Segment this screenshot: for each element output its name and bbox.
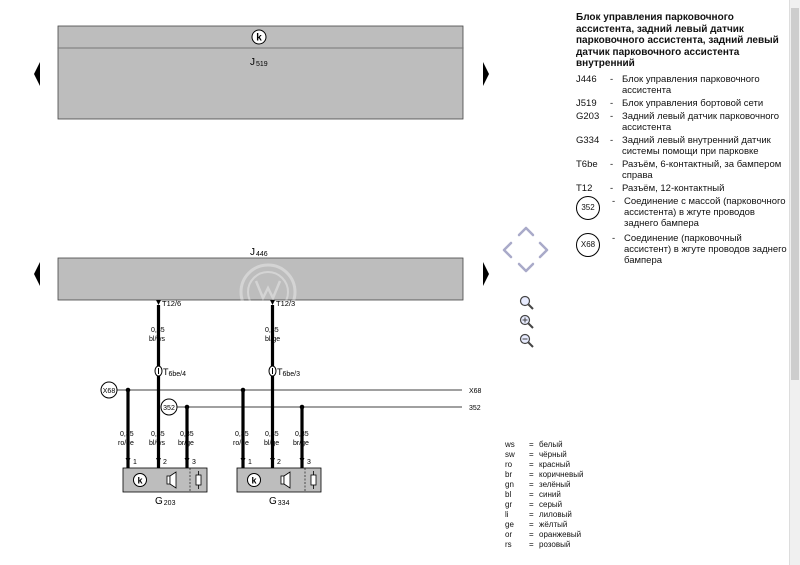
svg-text:2: 2: [163, 459, 167, 466]
svg-text:X68: X68: [103, 388, 116, 395]
svg-text:0,35: 0,35: [235, 431, 249, 438]
pan-right-arrow-icon[interactable]: [538, 241, 549, 259]
wire-color-key: ws=белый sw=чёрный ro=красный br=коричне…: [505, 440, 583, 550]
svg-text:k: k: [137, 476, 143, 486]
g334-resistor-icon: [310, 471, 317, 489]
legend-item-352: 352-Соединение с массой (парковочного ас…: [576, 195, 788, 229]
color-key-row: or=оранжевый: [505, 530, 582, 539]
wire-left-color: bl/ws: [149, 336, 165, 343]
g203-label: G203: [155, 496, 176, 507]
wire-left-size: 0,35: [151, 327, 165, 334]
j446-block: J446: [57, 247, 464, 301]
svg-text:0,35: 0,35: [120, 431, 134, 438]
svg-text:0,35: 0,35: [295, 431, 309, 438]
color-key-row: gn=зелёный: [505, 480, 571, 489]
svg-text:3: 3: [307, 459, 311, 466]
svg-text:k: k: [251, 476, 257, 486]
vw-watermark-logo: [239, 263, 297, 321]
j446-label: J446: [250, 247, 268, 258]
svg-text:3: 3: [192, 459, 196, 466]
g203-resistor-icon: [195, 471, 202, 489]
color-key-row: li=лиловый: [505, 510, 572, 519]
legend-item: T6be-Разъём, 6-контактный, за бампером с…: [576, 158, 782, 181]
svg-text:br/ge: br/ge: [293, 440, 309, 447]
svg-text:1: 1: [248, 459, 252, 466]
conn-t6be-4: T6be/4: [163, 367, 186, 378]
svg-text:bl/ws: bl/ws: [149, 440, 165, 447]
svg-text:ro/ge: ro/ge: [118, 440, 134, 447]
color-key-row: ro=красный: [505, 460, 571, 469]
pin-t12-3: T12/3: [276, 299, 295, 308]
svg-text:0,35: 0,35: [151, 431, 165, 438]
pan-navigation-pad: [502, 226, 549, 273]
color-key-row: sw=чёрный: [505, 450, 567, 459]
legend-item-x68: X68-Соединение (парковочный ассистент) в…: [576, 232, 788, 266]
zoom-in-icon[interactable]: [519, 314, 534, 329]
g203-k-icon: [133, 473, 147, 487]
svg-text:0,35: 0,35: [265, 431, 279, 438]
wire-right-color: bl/ge: [265, 336, 280, 343]
k-symbol-icon: [251, 29, 267, 45]
color-key-row: ws=белый: [505, 440, 563, 449]
legend-item: T12-Разъём, 12-контактный: [576, 182, 725, 194]
legend-item: J519-Блок управления бортовой сети: [576, 97, 764, 109]
legend-item: G203-Задний левый датчик парковочного ас…: [576, 110, 780, 133]
svg-text:ro/ge: ro/ge: [233, 440, 249, 447]
vertical-scrollbar[interactable]: [789, 0, 800, 565]
svg-text:1: 1: [133, 459, 137, 466]
g203-speaker-icon: [166, 471, 177, 489]
j519-block: k J519: [57, 25, 464, 120]
j519-label: J519: [250, 57, 268, 68]
pin-t12-6: T12/6: [162, 299, 181, 308]
pan-up-arrow-icon[interactable]: [517, 226, 535, 237]
svg-text:0,35: 0,35: [180, 431, 194, 438]
bus-352-label: 352: [469, 405, 481, 412]
color-key-row: gr=серый: [505, 500, 563, 509]
g334-k-icon: [247, 473, 261, 487]
color-key-row: bl=синий: [505, 490, 561, 499]
wire-right-size: 0,35: [265, 327, 279, 334]
conn-t6be-3: T6be/3: [277, 367, 300, 378]
color-key-row: rs=розовый: [505, 540, 571, 549]
color-key-row: br=коричневый: [505, 470, 584, 479]
next-page-arrow-bottom[interactable]: [483, 262, 489, 286]
next-page-arrow-top[interactable]: [483, 62, 489, 86]
legend-title: Блок управления парковочного ассистента,…: [576, 12, 779, 69]
legend-item: J446-Блок управления парковочного ассист…: [576, 73, 760, 96]
g334-speaker-icon: [280, 471, 291, 489]
prev-page-arrow-bottom[interactable]: [34, 262, 40, 286]
g334-label: G334: [269, 496, 290, 507]
zoom-out-icon[interactable]: [519, 333, 534, 348]
svg-text:bl/ge: bl/ge: [264, 440, 279, 447]
pan-down-arrow-icon[interactable]: [517, 262, 535, 273]
svg-text:2: 2: [277, 459, 281, 466]
g334-sensor: k G334: [236, 467, 322, 507]
legend-panel: Блок управления парковочного ассистента,…: [576, 12, 788, 270]
pan-left-arrow-icon[interactable]: [502, 241, 513, 259]
g203-sensor: k G203: [122, 467, 208, 507]
svg-text:br/ge: br/ge: [178, 440, 194, 447]
color-key-row: ge=жёлтый: [505, 520, 568, 529]
k-symbol-text: k: [256, 33, 262, 44]
prev-page-arrow-top[interactable]: [34, 62, 40, 86]
zoom-fit-icon[interactable]: [519, 295, 534, 310]
svg-text:352: 352: [163, 405, 175, 412]
scrollbar-thumb[interactable]: [791, 8, 799, 380]
legend-item: G334-Задний левый внутренний датчик сист…: [576, 134, 771, 157]
bus-x68-label: X68: [469, 388, 482, 395]
